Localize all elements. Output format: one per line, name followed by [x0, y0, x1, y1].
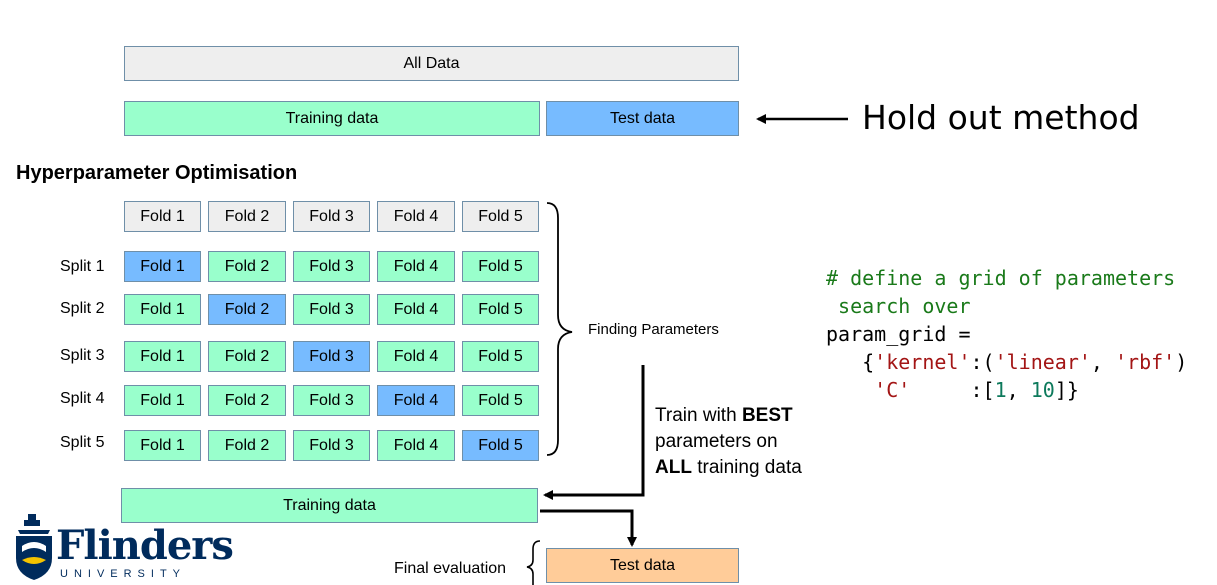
split-2-fold-4: Fold 4	[377, 294, 455, 325]
final-training-bar: Training data	[121, 488, 538, 523]
logo-name: Flinders	[56, 522, 234, 569]
split-2-fold-5: Fold 5	[462, 294, 539, 325]
split-5-label: Split 5	[60, 434, 105, 451]
split-5-fold-3: Fold 3	[293, 430, 370, 461]
split-1-fold-3: Fold 3	[293, 251, 370, 282]
header-fold-3: Fold 3	[293, 201, 370, 232]
code-comment-line-1: # define a grid of parameters	[826, 266, 1176, 290]
code-line-3: param_grid =	[826, 322, 971, 346]
split-2-fold-1: Fold 1	[124, 294, 201, 325]
split-2-fold-2: Fold 2	[208, 294, 286, 325]
split-1-label: Split 1	[60, 258, 105, 275]
split-4-fold-3: Fold 3	[293, 385, 370, 416]
code-line-4: {'kernel':('linear', 'rbf')	[826, 350, 1188, 374]
holdout-test-bar: Test data	[546, 101, 739, 136]
code-block: # define a grid of parameters search ove…	[826, 236, 1187, 432]
header-fold-4: Fold 4	[377, 201, 455, 232]
all-data-bar: All Data	[124, 46, 739, 81]
finding-parameters-label: Finding Parameters	[588, 321, 719, 338]
split-4-fold-1: Fold 1	[124, 385, 201, 416]
split-4-fold-2: Fold 2	[208, 385, 286, 416]
split-3-fold-2: Fold 2	[208, 341, 286, 372]
split-1-fold-4: Fold 4	[377, 251, 455, 282]
logo-sub: UNIVERSITY	[60, 568, 187, 580]
flinders-logo: Flinders UNIVERSITY	[10, 512, 234, 582]
split-5-fold-4: Fold 4	[377, 430, 455, 461]
split-4-fold-5: Fold 5	[462, 385, 539, 416]
code-line-5: 'C' :[1, 10]}	[874, 378, 1079, 402]
holdout-method-label: Hold out method	[862, 98, 1140, 137]
split-5-fold-2: Fold 2	[208, 430, 286, 461]
header-fold-1: Fold 1	[124, 201, 201, 232]
final-training-label: Training data	[283, 496, 376, 514]
holdout-training-label: Training data	[285, 109, 379, 127]
split-1-fold-5: Fold 5	[462, 251, 539, 282]
split-2-label: Split 2	[60, 300, 105, 317]
eval-arrow	[540, 509, 637, 547]
split-4-fold-4: Fold 4	[377, 385, 455, 416]
train-best-arrow	[543, 365, 645, 500]
split-3-fold-4: Fold 4	[377, 341, 455, 372]
split-3-fold-3: Fold 3	[293, 341, 370, 372]
split-2-fold-3: Fold 3	[293, 294, 370, 325]
header-fold-5: Fold 5	[462, 201, 539, 232]
header-fold-2: Fold 2	[208, 201, 286, 232]
split-3-label: Split 3	[60, 347, 105, 364]
final-test-label: Test data	[610, 556, 675, 574]
split-1-fold-2: Fold 2	[208, 251, 286, 282]
code-comment-line-2: search over	[826, 294, 971, 318]
split-4-label: Split 4	[60, 390, 105, 407]
holdout-training-bar: Training data	[124, 101, 540, 136]
split-1-fold-1: Fold 1	[124, 251, 201, 282]
holdout-test-label: Test data	[610, 109, 675, 127]
all-data-label: All Data	[403, 54, 460, 72]
final-eval-brace	[526, 540, 541, 585]
final-test-bar: Test data	[546, 548, 739, 583]
hyper-title: Hyperparameter Optimisation	[16, 162, 298, 184]
train-best-note: Train with BEST parameters on ALL traini…	[655, 405, 802, 478]
split-5-fold-1: Fold 1	[124, 430, 201, 461]
crest-icon	[16, 514, 52, 580]
finding-brace	[546, 202, 573, 456]
split-3-fold-1: Fold 1	[124, 341, 201, 372]
final-evaluation-label: Final evaluation	[394, 560, 507, 577]
split-3-fold-5: Fold 5	[462, 341, 539, 372]
split-5-fold-5: Fold 5	[462, 430, 539, 461]
